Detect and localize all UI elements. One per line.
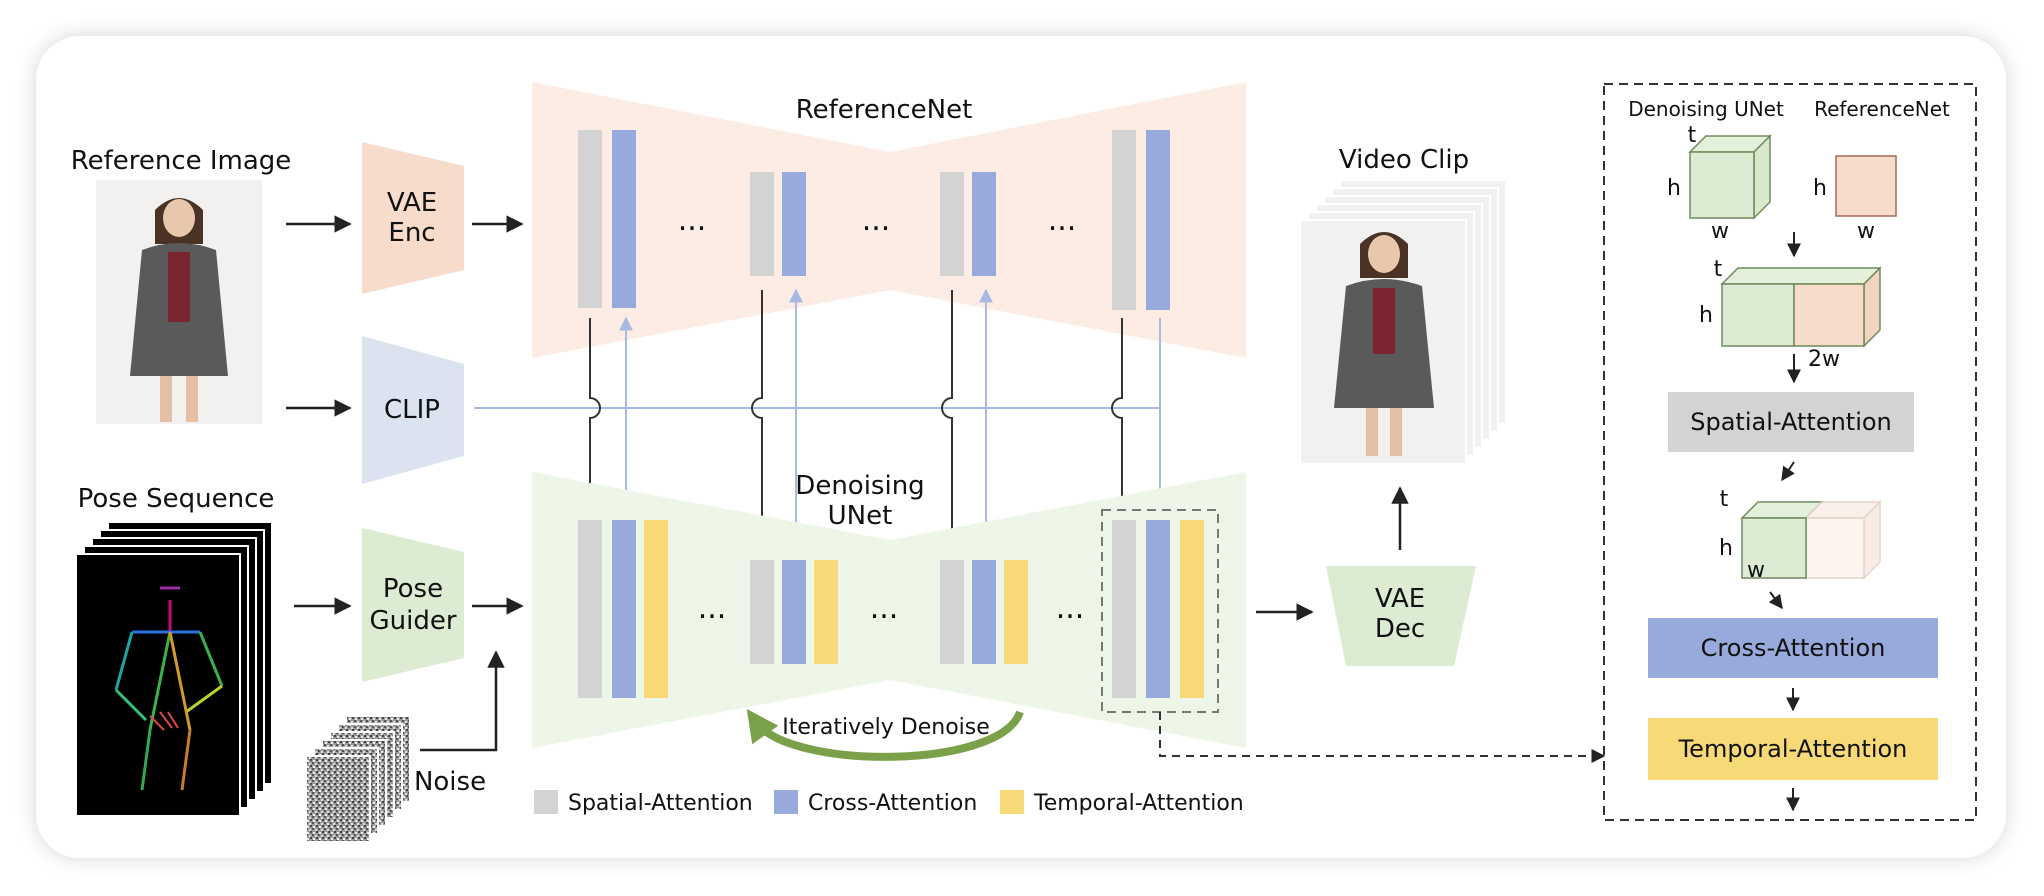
ref-block-1-cross (612, 130, 636, 308)
cube3-w: w (1747, 558, 1765, 583)
detail-split-cube (1740, 500, 1882, 580)
unet-block-1-spatial (578, 520, 602, 698)
legend-cross-swatch (774, 790, 798, 814)
pose-sequence (75, 521, 273, 817)
video-clip-frames (1299, 179, 1507, 465)
reference-image (96, 180, 262, 424)
diagram-card (36, 36, 2006, 858)
iterative-denoise-label: Iteratively Denoise (782, 715, 990, 740)
detail-spatial-attention (1668, 392, 1914, 452)
cube2-2w: 2w (1808, 347, 1840, 372)
unet-block-4-temporal (1180, 520, 1204, 698)
iterative-denoise-arrow (746, 708, 1024, 761)
detail-unet-feature-cube (1688, 134, 1772, 220)
clip-label: CLIP (384, 395, 440, 425)
video-person (1334, 232, 1434, 456)
unet-blocks (578, 520, 1204, 698)
ref-ellipsis-2: ... (862, 203, 891, 238)
vae-enc-line1: VAE (387, 188, 437, 218)
detail-temporal-attention (1648, 718, 1938, 780)
detail-concat-cube (1720, 266, 1882, 348)
referencenet-blocks (578, 130, 1170, 310)
unet-block-3-spatial (940, 560, 964, 664)
unet-block-2-spatial (750, 560, 774, 664)
detail-cross-label: Cross-Attention (1701, 634, 1886, 662)
pose-guider-line2: Guider (369, 606, 456, 636)
video-clip-label: Video Clip (1339, 145, 1469, 175)
unet-block-2-temporal (814, 560, 838, 664)
detail-arrow-3 (1781, 461, 1795, 482)
legend-temporal-label: Temporal-Attention (1033, 791, 1244, 816)
pose-sequence-label: Pose Sequence (78, 484, 275, 514)
ref-block-1-spatial (578, 130, 602, 308)
ref-block-2-spatial (750, 172, 774, 276)
unet-block-1-temporal (644, 520, 668, 698)
ref-block-2-cross (782, 172, 806, 276)
detail-reference-feature (1835, 155, 1897, 217)
detail-panel (1603, 83, 1977, 821)
pose-guider (362, 528, 464, 682)
denoising-unet-title-line2: UNet (828, 501, 893, 531)
clip-encoder (362, 336, 464, 484)
legend-spatial-swatch (534, 790, 558, 814)
ref-ellipsis-1: ... (678, 203, 707, 238)
unet-block-4-cross (1146, 520, 1170, 698)
pose-guider-line1: Pose (383, 574, 443, 604)
arrow-noise-to-unet (420, 650, 505, 752)
ref-w: w (1857, 219, 1875, 244)
vae-enc-line2: Enc (388, 218, 435, 248)
denoising-unet-title-line1: Denoising (795, 471, 924, 501)
ref-ellipsis-3: ... (1048, 203, 1077, 238)
legend-spatial-label: Spatial-Attention (568, 791, 753, 816)
cube2-h: h (1699, 303, 1713, 328)
legend-temporal-swatch (1000, 790, 1024, 814)
detail-col-denoising: Denoising UNet (1628, 97, 1784, 121)
cube2-t: t (1714, 257, 1723, 282)
unet-ellipsis-2: ... (870, 591, 899, 626)
unet-block-3-temporal (1004, 560, 1028, 664)
reference-to-unet-arrows (583, 288, 1167, 550)
cube1-h: h (1667, 176, 1681, 201)
vae-dec-line1: VAE (1375, 584, 1425, 614)
unet-block-3-cross (972, 560, 996, 664)
detail-connector (1159, 712, 1606, 763)
pose-skeleton (114, 586, 224, 791)
vae-dec-line2: Dec (1375, 614, 1425, 644)
ref-block-3-cross (972, 172, 996, 276)
unet-block-1-cross (612, 520, 636, 698)
detail-col-reference: ReferenceNet (1814, 97, 1950, 121)
detail-arrow-4 (1768, 591, 1783, 610)
legend-cross-label: Cross-Attention (808, 791, 977, 816)
unet-ellipsis-3: ... (1056, 591, 1085, 626)
detail-temporal-label: Temporal-Attention (1678, 735, 1908, 763)
reference-image-label: Reference Image (71, 146, 292, 176)
cube3-t: t (1720, 487, 1729, 512)
ref-block-3-spatial (940, 172, 964, 276)
cube1-t: t (1688, 123, 1697, 148)
denoising-unet-body (532, 472, 1246, 748)
referencenet-title: ReferenceNet (796, 95, 973, 125)
vae-decoder (1326, 566, 1476, 666)
unet-block-4-spatial (1112, 520, 1136, 698)
detail-spatial-label: Spatial-Attention (1690, 408, 1892, 436)
detail-cross-attention (1648, 618, 1938, 678)
unet-ellipsis-1: ... (698, 591, 727, 626)
cube1-w: w (1711, 219, 1729, 244)
ref-h: h (1813, 176, 1827, 201)
cube3-h: h (1719, 536, 1733, 561)
ref-block-4-cross (1146, 130, 1170, 310)
unet-block-2-cross (782, 560, 806, 664)
vae-encoder (362, 142, 464, 294)
noise-stack (305, 715, 411, 843)
ref-block-4-spatial (1112, 130, 1136, 310)
referencenet-body (532, 82, 1246, 358)
noise-label: Noise (414, 767, 486, 797)
